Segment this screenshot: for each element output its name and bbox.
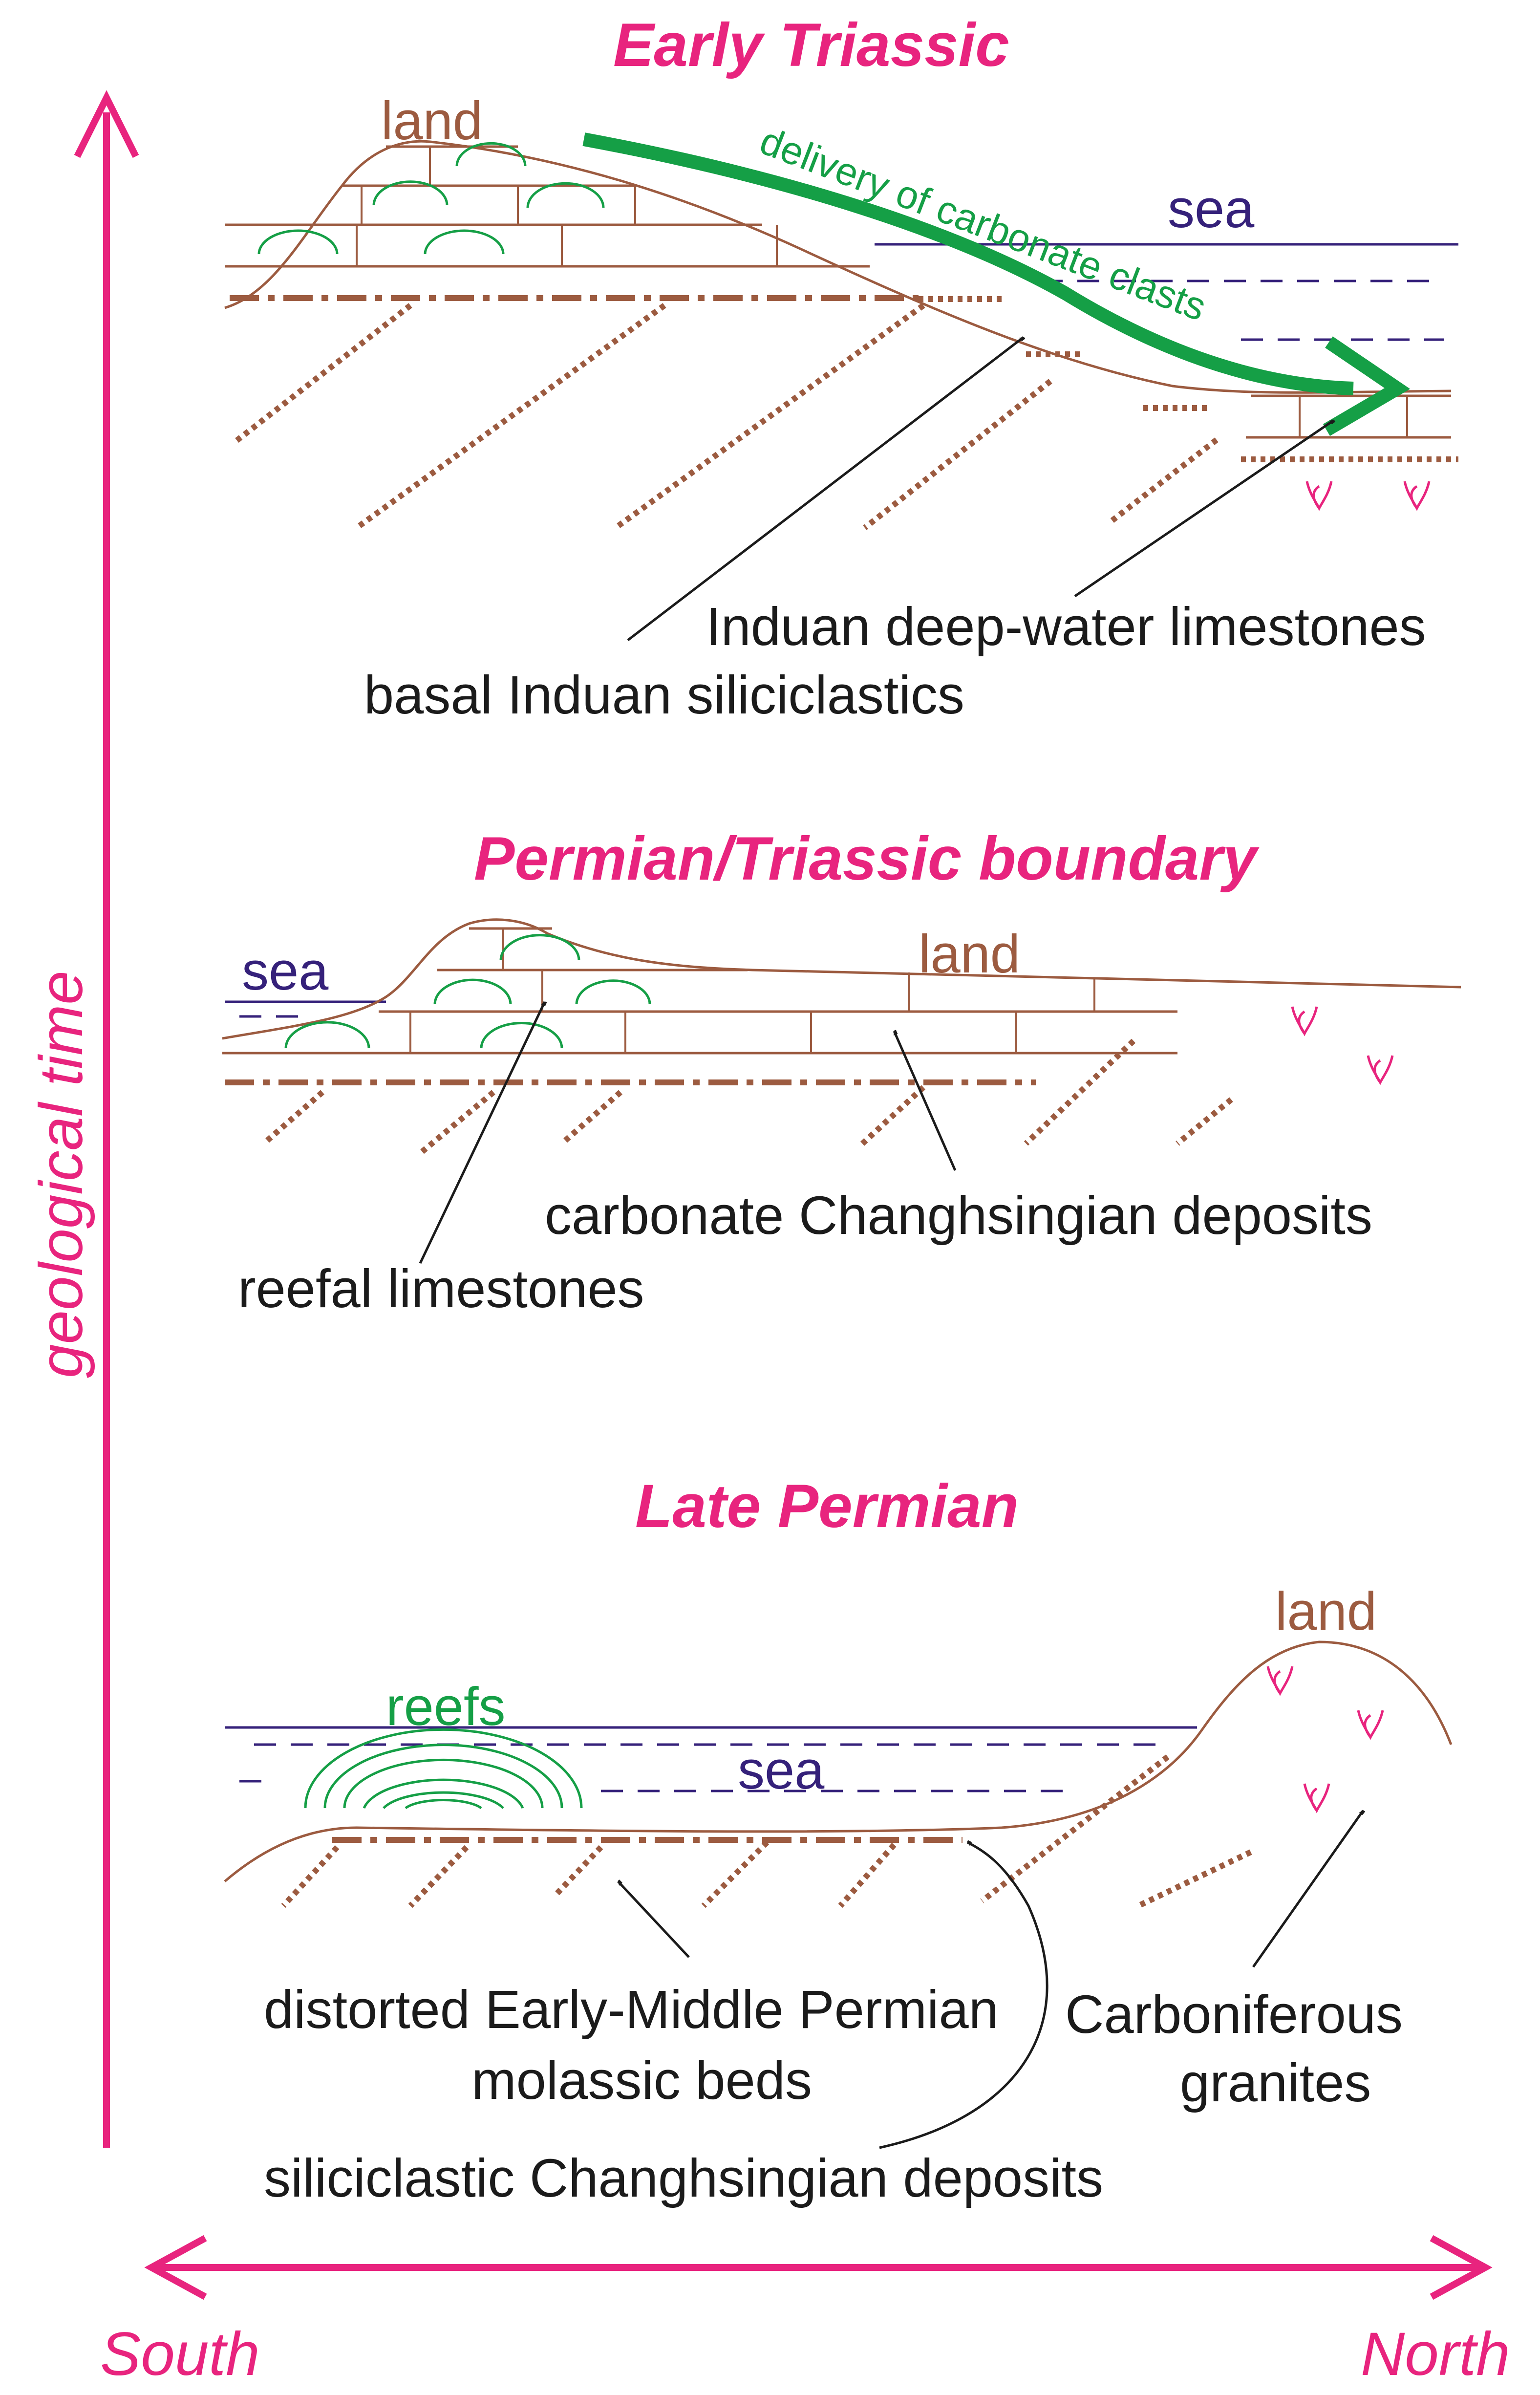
granite-icon <box>1266 1666 1294 1696</box>
label-land: land <box>919 924 1020 984</box>
granite-icon <box>1357 1710 1384 1740</box>
granite-icon <box>1367 1055 1394 1085</box>
label-basal-induan: basal Induan siliciclastics <box>364 665 964 725</box>
label-reefal-limestones: reefal limestones <box>238 1259 644 1319</box>
south-label: South <box>100 2320 260 2388</box>
title-late-permian: Late Permian <box>635 1472 1019 1540</box>
label-land: land <box>1275 1581 1377 1641</box>
label-land: land <box>381 91 483 151</box>
granite-icon <box>1403 481 1431 511</box>
label-sea: sea <box>738 1740 825 1800</box>
title-early-triassic: Early Triassic <box>613 11 1009 79</box>
label-sea: sea <box>242 941 329 1001</box>
label-reefs: reefs <box>386 1677 506 1737</box>
label-induan-deep-water: Induan deep-water limestones <box>706 597 1426 657</box>
delivery-arrow <box>582 132 1354 395</box>
panel-late-permian: Late Permian reefs sea land <box>224 1472 1453 2208</box>
label-molassic-line2: molassic beds <box>471 2050 812 2111</box>
sea-floor <box>224 1640 1453 1882</box>
label-granites-line2: granites <box>1180 2053 1371 2113</box>
granite-icon <box>1291 1006 1318 1036</box>
south-north-axis: South North <box>100 2235 1510 2388</box>
time-axis: geological time <box>27 90 139 2148</box>
north-label: North <box>1361 2320 1510 2388</box>
granite-icon <box>1303 1783 1330 1813</box>
panel-early-triassic: Early Triassic <box>224 11 1458 725</box>
label-sea: sea <box>1168 179 1255 239</box>
label-siliciclastic-changhsingian: siliciclastic Changhsingian deposits <box>264 2148 1103 2208</box>
granite-icon <box>1305 481 1333 511</box>
panel-pt-boundary: Permian/Triassic boundary <box>222 825 1461 1319</box>
title-pt-boundary: Permian/Triassic boundary <box>474 825 1260 893</box>
label-granites-line1: Carboniferous <box>1065 1985 1403 2045</box>
land-surface <box>224 140 1452 394</box>
label-molassic-line1: distorted Early-Middle Permian <box>264 1980 999 2040</box>
land-surface <box>222 918 1461 1040</box>
label-carbonate-changhsingian: carbonate Changhsingian deposits <box>545 1186 1372 1246</box>
geological-time-label: geological time <box>27 971 95 1378</box>
